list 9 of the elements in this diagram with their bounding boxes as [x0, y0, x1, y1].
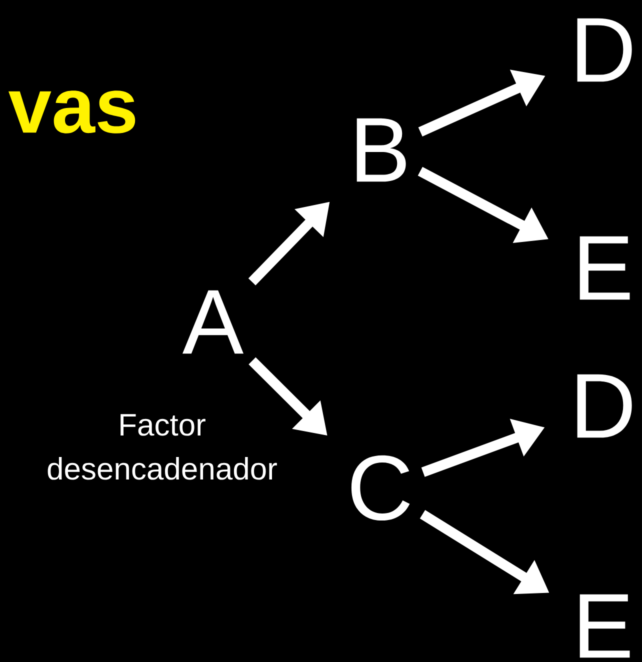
node-letter: D [577, 18, 632, 82]
node-letter: D [577, 374, 632, 438]
node-letter: A [182, 290, 244, 354]
note-text: Factor desencadenador [48, 414, 277, 480]
node-letter: E [580, 594, 630, 658]
node-letter: E [580, 236, 630, 300]
node-letter: C [351, 455, 410, 521]
node-letter: B [356, 118, 406, 182]
heading: vas [8, 90, 136, 134]
